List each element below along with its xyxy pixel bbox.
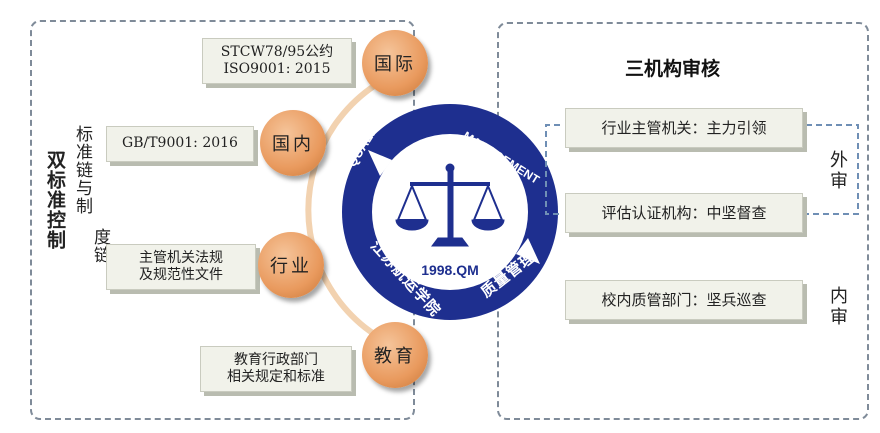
standard-chain-subtitle-col1: 标准链与制 [72,125,92,215]
seal-center-text: 1998.QM [421,262,479,278]
standard-chain-subtitle-col2: 度链 [90,228,110,264]
box-industry-regulations: 主管机关法规 及规范性文件 [106,244,256,290]
box-accreditation-agency: 评估认证机构：中坚督查 [565,193,803,233]
circle-international: 国际 [362,30,428,96]
circle-industry: 行业 [258,232,324,298]
box-internal-quality-dept: 校内质管部门：坚兵巡查 [565,280,803,320]
circle-education: 教育 [362,322,428,388]
box-education-standards: 教育行政部门 相关规定和标准 [200,346,352,392]
dual-standard-title: 双标准控制 [44,150,66,250]
circle-domestic: 国内 [260,110,326,176]
outer-audit-bracket-left [545,124,560,215]
seal-arrow-gap-left [368,150,392,176]
box-industry-authority: 行业主管机关：主力引领 [565,108,803,148]
box-national-standard: GB/T9001: 2016 [106,126,254,162]
three-agency-audit-title: 三机构审核 [625,58,721,80]
inner-audit-label: 内审 [827,286,848,328]
box-international-standards: STCW78/95公约 ISO9001: 2015 [202,38,352,84]
outer-audit-bracket-right [806,124,859,215]
balance-scale-icon [395,163,505,247]
connector-arc [305,65,411,355]
seal-arrow-gap-right [516,238,540,264]
outer-audit-label: 外审 [827,150,848,192]
